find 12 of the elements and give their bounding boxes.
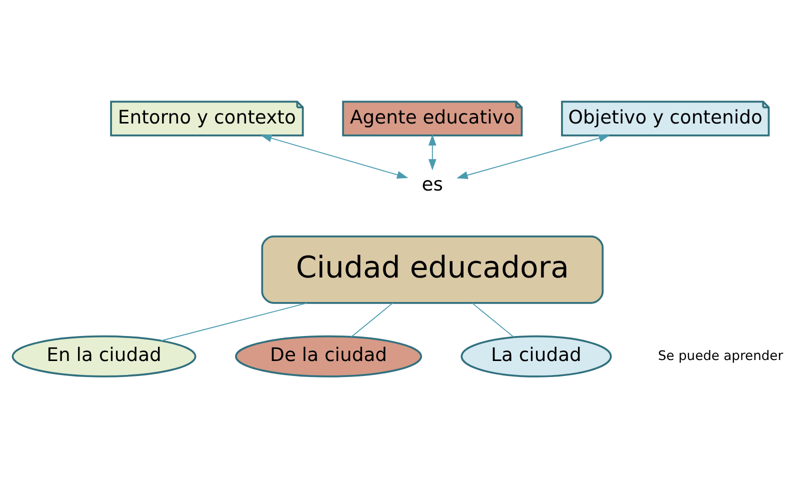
node-box: Ciudad educadora: [261, 236, 604, 304]
arrow: [260, 134, 408, 179]
arrow: [428, 134, 436, 170]
connector: [472, 302, 514, 338]
connector: [350, 302, 394, 338]
label: Se puede aprender: [658, 348, 784, 364]
arrow: [456, 134, 610, 179]
connector: [160, 302, 308, 342]
node-ellipse: La ciudad: [460, 335, 612, 378]
node-text: es: [422, 174, 444, 196]
node-ellipse: En la ciudad: [12, 335, 196, 378]
node-ellipse: De la ciudad: [235, 335, 422, 378]
